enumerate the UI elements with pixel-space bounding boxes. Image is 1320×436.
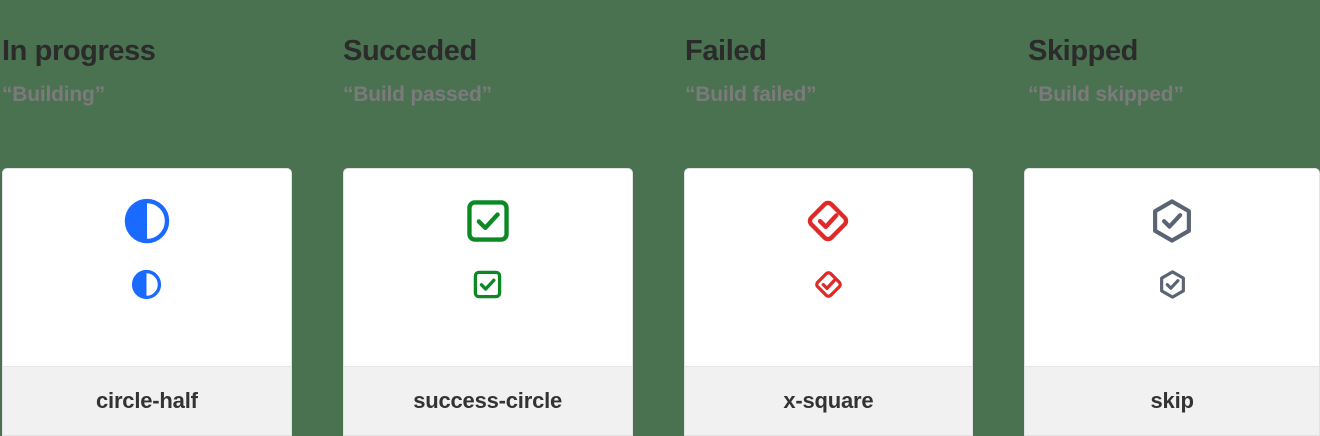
icon-card-circle-half[interactable]: circle-half (2, 168, 292, 436)
status-heading-skipped: Skipped “Build skipped” (1020, 0, 1320, 168)
success-circle-icon (466, 200, 509, 242)
x-square-icon (815, 271, 842, 298)
icon-card-row: circle-half success-circle (2, 168, 1320, 436)
x-square-icon (808, 200, 849, 242)
icon-card-footer: success-circle (343, 366, 632, 435)
icon-card-body (684, 169, 973, 366)
page-title: Skipped (1028, 35, 1138, 67)
icon-name-label: skip (1150, 388, 1194, 413)
icon-name-label: circle-half (96, 388, 198, 413)
icon-card-footer: x-square (684, 366, 973, 435)
skip-icon (1159, 270, 1185, 299)
status-subtitle: “Build skipped” (1028, 83, 1184, 106)
status-heading-succeded: Succeded “Build passed” (340, 0, 680, 168)
icon-card-body (1025, 169, 1319, 366)
icon-name-label: success-circle (413, 388, 563, 413)
status-subtitle: “Build passed” (343, 83, 492, 106)
success-circle-icon (473, 270, 502, 299)
icon-name-label: x-square (783, 388, 874, 413)
icon-card-skip[interactable]: skip (1024, 168, 1320, 436)
skip-icon (1153, 199, 1192, 243)
icon-card-x-square[interactable]: x-square (683, 168, 974, 436)
page-title: Failed (685, 35, 767, 67)
circle-half-icon (124, 198, 170, 244)
icon-card-body (343, 169, 632, 366)
page-title: In progress (2, 35, 156, 67)
status-subtitle: “Building” (2, 83, 105, 106)
status-heading-failed: Failed “Build failed” (680, 0, 1020, 168)
icon-card-body (3, 169, 291, 366)
circle-half-icon (132, 269, 162, 300)
icon-card-footer: skip (1025, 366, 1319, 435)
icon-card-success-circle[interactable]: success-circle (342, 168, 633, 436)
icon-card-footer: circle-half (3, 366, 291, 435)
status-subtitle: “Build failed” (685, 83, 817, 106)
page-title: Succeded (343, 35, 477, 67)
status-headings-row: In progress “Building” Succeded “Build p… (0, 0, 1320, 168)
status-heading-in-progress: In progress “Building” (0, 0, 340, 168)
